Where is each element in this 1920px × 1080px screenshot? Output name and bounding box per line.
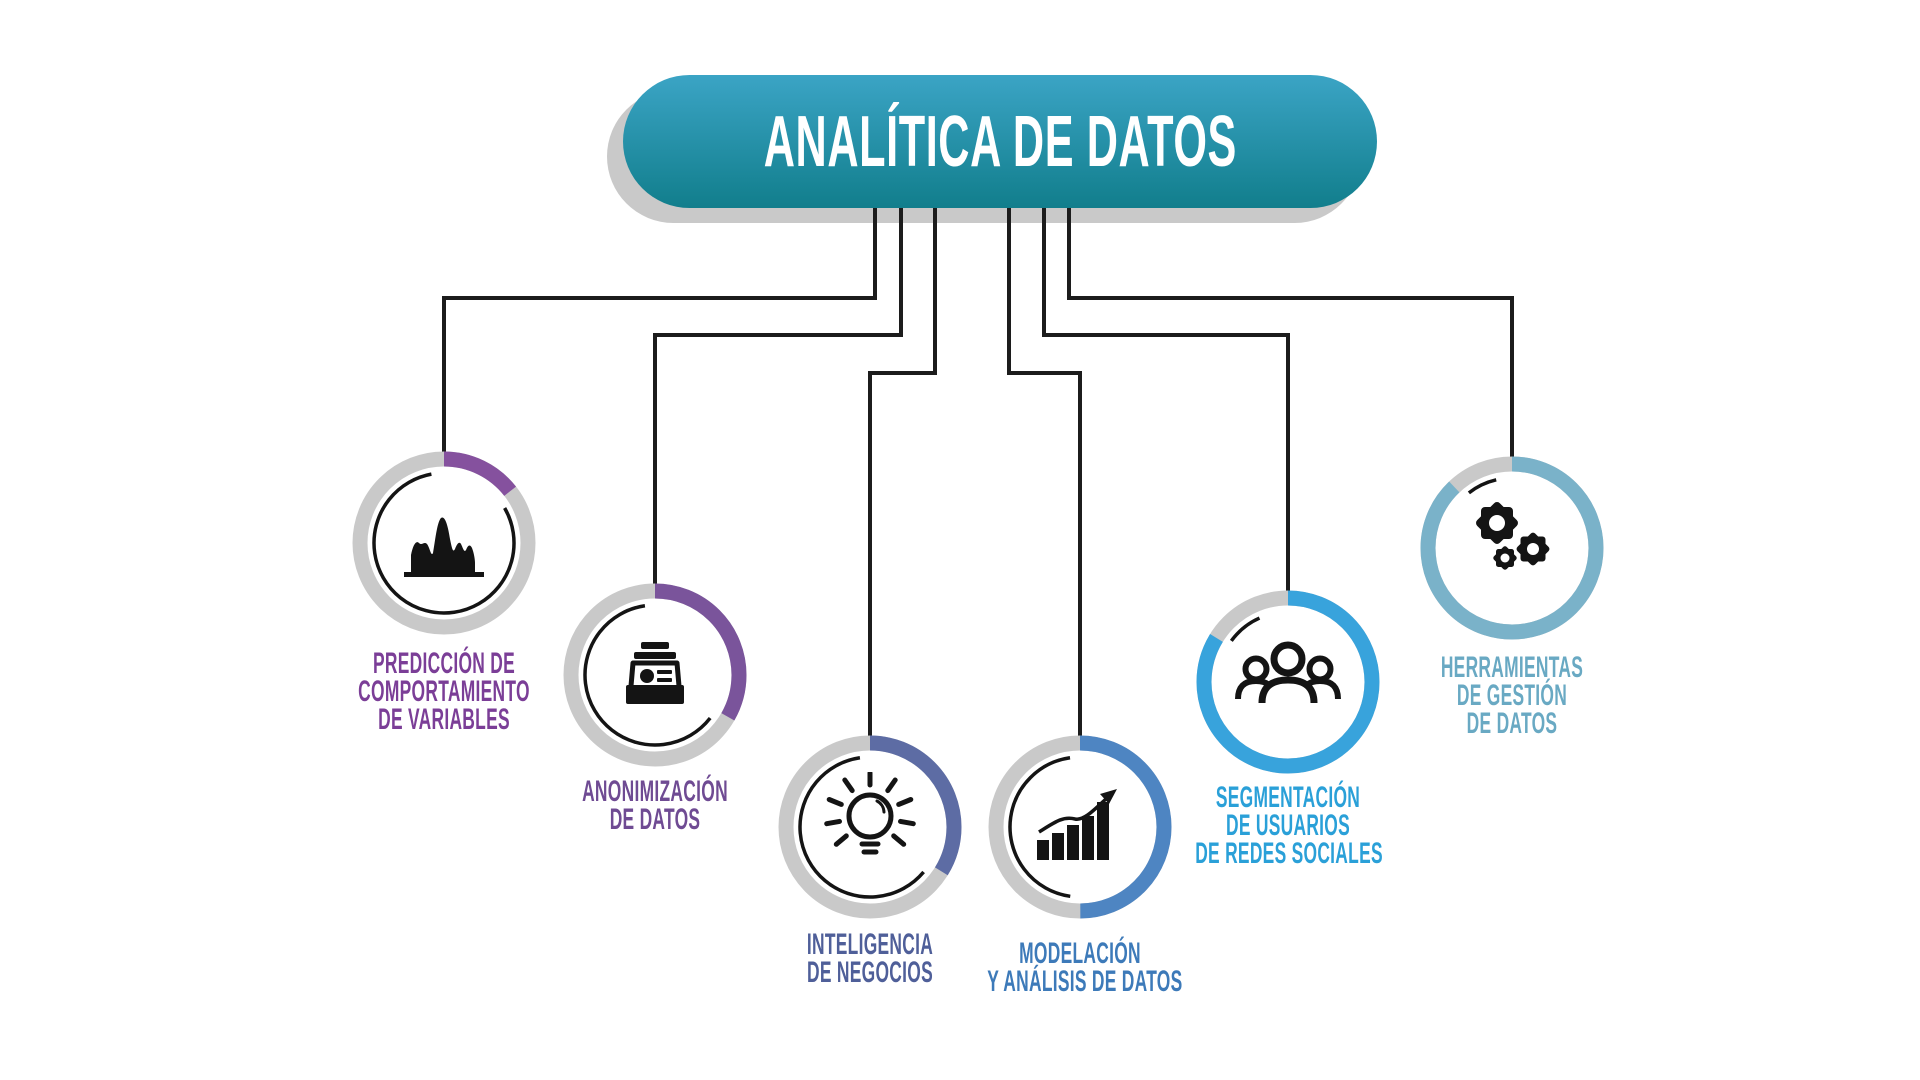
users-icon xyxy=(1235,641,1341,704)
progress-ring xyxy=(1196,590,1380,774)
badge-label-inteligencia: INTELIGENCIA DE NEGOCIOS xyxy=(806,928,934,989)
badge-anonimizacion xyxy=(560,580,750,770)
badge-prediccion xyxy=(349,448,539,638)
progress-ring xyxy=(1420,456,1604,640)
title-banner: ANALÍTICA DE DATOS xyxy=(623,75,1377,208)
badge-modelacion xyxy=(985,732,1175,922)
badge-segmentacion xyxy=(1193,587,1383,777)
badge-herramientas xyxy=(1417,453,1607,643)
badge-label-prediccion: PREDICCIÓN DE COMPORTAMIENTO DE VARIABLE… xyxy=(358,647,530,736)
connector-line-anonimizacion xyxy=(653,205,903,594)
connector-line-modelacion xyxy=(1007,205,1082,744)
badge-label-anonimizacion: ANONIMIZACIÓN DE DATOS xyxy=(582,775,728,836)
lightbulb-icon xyxy=(824,772,916,855)
badge-label-segmentacion: SEGMENTACIÓN DE USUARIOS DE REDES SOCIAL… xyxy=(1195,781,1383,870)
badge-label-herramientas: HERRAMIENTAS DE GESTIÓN DE DATOS xyxy=(1440,651,1584,740)
area-chart-icon xyxy=(404,517,484,577)
progress-ring xyxy=(563,583,747,767)
progress-ring xyxy=(778,735,962,919)
progress-ring xyxy=(352,451,536,635)
connector-line-inteligencia xyxy=(868,205,937,746)
connector-line-prediccion xyxy=(442,205,877,462)
badge-inteligencia xyxy=(775,732,965,922)
bar-chart-icon xyxy=(1037,789,1117,860)
connector-line-segmentacion xyxy=(1042,205,1290,600)
connector-line-herramientas xyxy=(1067,205,1514,466)
page-title: ANALÍTICA DE DATOS xyxy=(763,101,1237,182)
archive-box-icon xyxy=(626,642,684,704)
gears-icon xyxy=(1476,502,1550,570)
progress-ring xyxy=(988,735,1172,919)
badge-label-modelacion: MODELACIÓN Y ANÁLISIS DE DATOS xyxy=(987,937,1183,998)
